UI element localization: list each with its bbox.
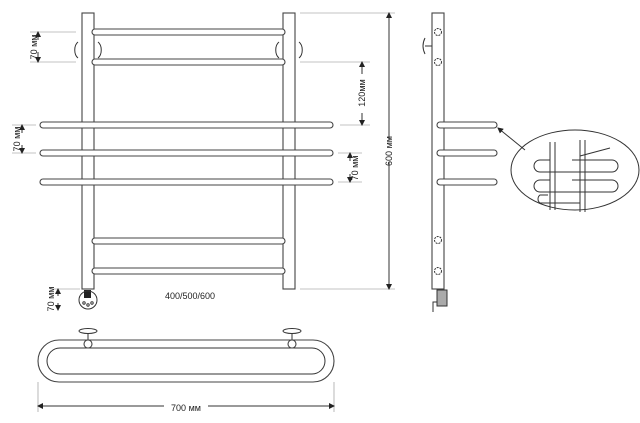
right-wall-mount	[275, 41, 303, 59]
dim-widths: 400/500/600	[165, 291, 215, 301]
dim-upper-gap: 120мм	[357, 79, 367, 106]
dim-left-shelf-spacing: 70 мм	[12, 127, 22, 152]
short-bars	[91, 28, 286, 275]
left-wall-mount	[74, 41, 102, 59]
dim-height: 600 мм	[384, 136, 394, 166]
side-valve-icon	[432, 289, 448, 312]
dim-top-rail-spacing: 70 мм	[29, 35, 39, 60]
front-view: 70 мм 120мм 70 мм 70 мм 600 мм 400/500/6…	[12, 12, 395, 312]
long-bars	[39, 121, 334, 186]
valve-icon	[78, 290, 98, 310]
top-wall-mount-left	[78, 328, 98, 349]
side-wall-mount	[422, 37, 432, 55]
side-view	[422, 12, 640, 312]
top-wall-mount-right	[282, 328, 302, 349]
detail-callout	[510, 129, 640, 212]
dim-right-shelf-spacing: 70 мм	[350, 156, 360, 181]
top-view: 700 мм	[37, 328, 335, 413]
dim-valve-offset: 70 мм	[46, 287, 56, 312]
dim-total-width: 700 мм	[171, 403, 201, 413]
